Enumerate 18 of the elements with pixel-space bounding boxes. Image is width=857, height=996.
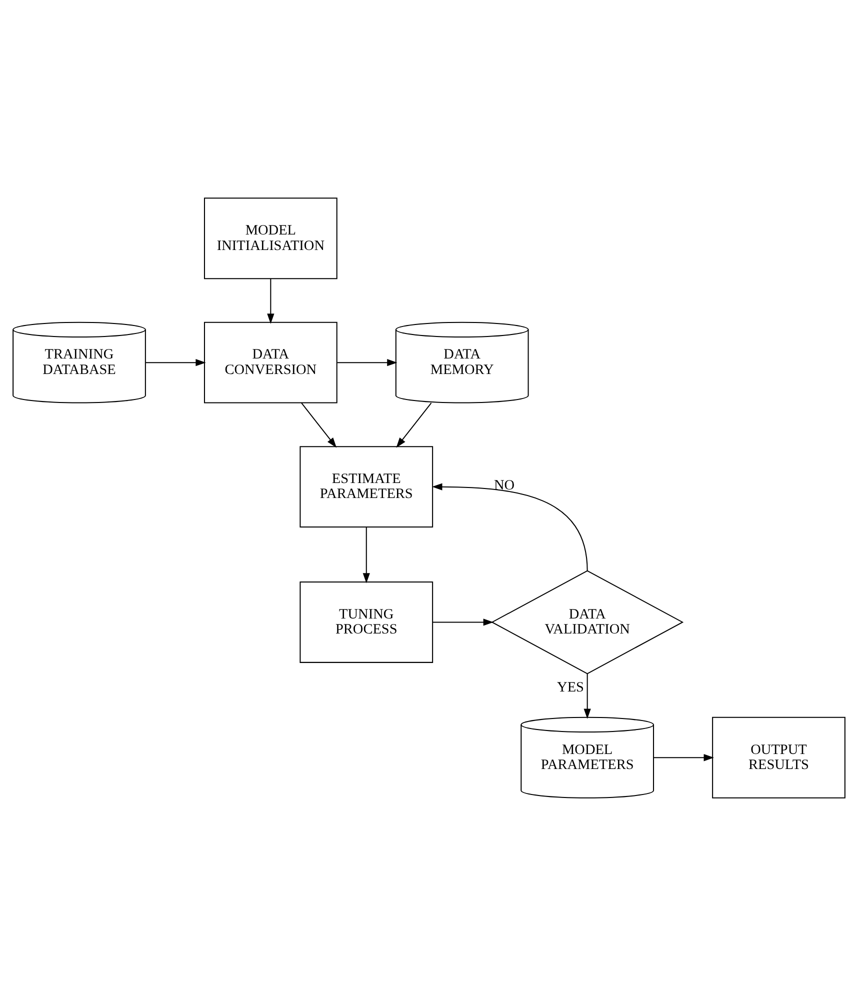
arrow [432, 483, 588, 571]
node-diamond: DATA VALIDATION [490, 570, 684, 674]
edge-label: YES [556, 679, 584, 696]
edge-label: NO [494, 477, 514, 494]
arrow [266, 278, 274, 324]
arrow [145, 359, 206, 366]
arrow [336, 359, 397, 366]
node-box: ESTIMATE PARAMETERS [299, 446, 433, 528]
node-box: OUTPUT RESULTS [712, 716, 845, 798]
arrow [653, 754, 714, 762]
arrow [583, 674, 590, 719]
node-box: TUNING PROCESS [299, 582, 433, 663]
arrow [362, 527, 370, 584]
arrow [300, 402, 336, 448]
arrow [396, 402, 432, 448]
node-box: DATA CONVERSION [203, 322, 337, 404]
node-box: MODEL INITIALISATION [203, 198, 337, 280]
arrow [432, 618, 494, 626]
